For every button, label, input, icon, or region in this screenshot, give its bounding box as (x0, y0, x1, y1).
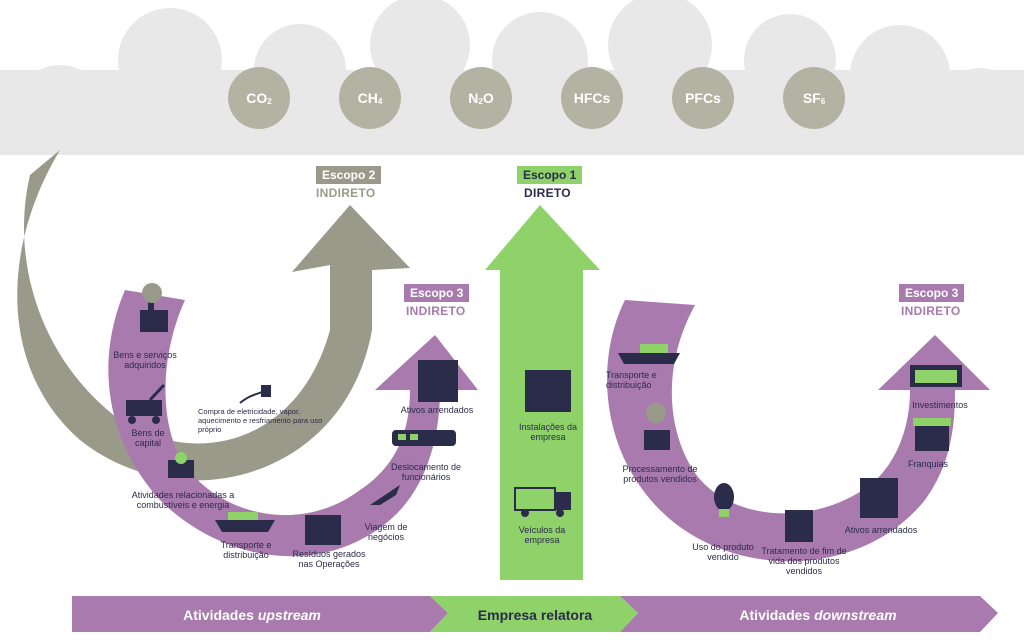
label-franquias: Franquias (907, 459, 949, 469)
label-residuos: Resíduos gerados nas Operações (292, 549, 366, 569)
scope3-upstream-type: INDIRETO (406, 304, 466, 318)
company-truck-icon (514, 487, 571, 517)
scope1-tag: Escopo 1 (517, 166, 583, 184)
train-icon (392, 430, 456, 446)
bottom-bar (72, 596, 998, 632)
downstream-ship-icon (618, 344, 680, 364)
scope2-gray-arc (17, 150, 410, 481)
label-uso-produto: Uso do produto vendido (692, 542, 754, 562)
downstream-factory-icon (644, 403, 670, 450)
label-investimentos: Investimentos (912, 400, 968, 410)
label-tratamento: Tratamento de fim de vida dos produtos v… (761, 546, 847, 576)
factory-icon (140, 283, 168, 332)
label-deslocamento: Deslocamento de funcionários (390, 462, 462, 482)
downstream-building-icon (860, 478, 898, 518)
label-viagem: Viagem de negócios (364, 522, 408, 542)
scope3-upstream-purple-arc (108, 290, 478, 557)
crane-truck-icon (126, 383, 166, 424)
lightbulb-icon (714, 483, 734, 517)
label-transporte-downstream: Transporte e distribuição (606, 370, 657, 390)
recycle-bin-icon (785, 510, 813, 542)
bar-upstream-label: Atividades upstream (183, 607, 321, 623)
label-veiculos: Veículos da empresa (518, 525, 566, 545)
bar-downstream (620, 596, 998, 632)
bar-middle-label: Empresa relatora (477, 607, 593, 623)
label-processamento: Processamento de produtos vendidos (622, 464, 698, 484)
label-instalacoes: Instalações da empresa (518, 422, 578, 442)
dumpster-icon (305, 515, 341, 545)
scope3-downstream-type: INDIRETO (901, 304, 961, 318)
scope2-tag: Escopo 2 (316, 166, 382, 184)
label-ativos-arrendados-upstream: Ativos arrendados (400, 405, 474, 415)
scope1-type: DIRETO (524, 186, 571, 200)
label-atividades-combustiveis: Atividades relacionadas a combustíveis e… (131, 490, 235, 510)
label-bens-capital: Bens de capital (131, 428, 165, 448)
bar-middle (430, 596, 638, 632)
cargo-ship-icon (215, 512, 275, 532)
scope3-downstream-tag: Escopo 3 (899, 284, 965, 302)
cloud-band (0, 0, 1024, 155)
gas-pfcs: PFCs (672, 67, 734, 129)
gas-hfcs: HFCs (561, 67, 623, 129)
coal-cart-icon (168, 452, 194, 478)
money-icon (910, 365, 962, 387)
building-icon (418, 360, 458, 402)
label-transporte-upstream: Transporte e distribuição (220, 540, 272, 560)
storefront-icon (913, 418, 951, 451)
label-ativos-arrendados-downstream: Ativos arrendados (844, 525, 918, 535)
label-eletricidade: Compra de eletricidade, vapor, aquecimen… (198, 407, 323, 434)
bar-downstream-label: Atividades downstream (739, 607, 897, 623)
bar-upstream (72, 596, 448, 632)
scope2-type: INDIRETO (316, 186, 376, 200)
label-bens-servicos: Bens e serviços adquiridos (113, 350, 177, 370)
plug-icon (239, 385, 271, 404)
company-building-icon (525, 370, 571, 412)
scope3-upstream-tag: Escopo 3 (404, 284, 470, 302)
airplane-icon (370, 485, 400, 505)
